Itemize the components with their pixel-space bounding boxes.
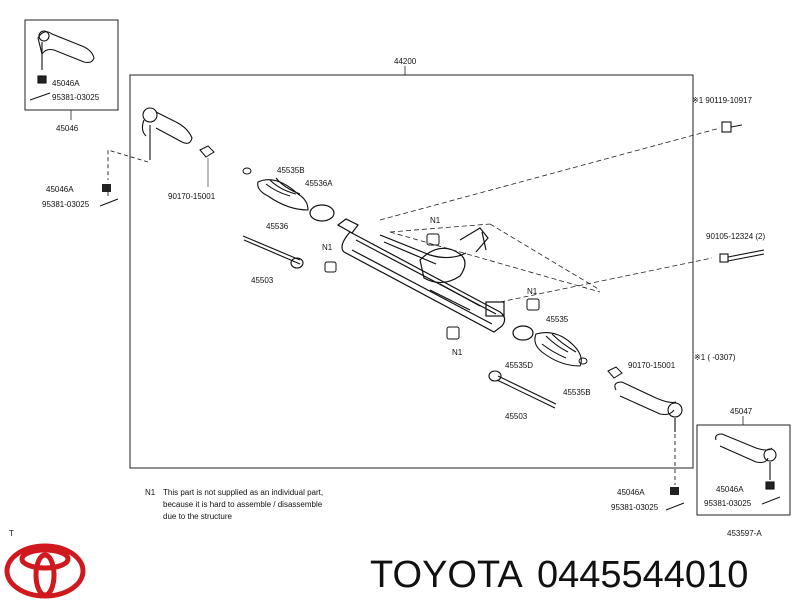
steering-rack-housing (336, 218, 506, 333)
n1-lower-label: N1 (452, 348, 463, 357)
bolt-top-label: ※1 90119-10917 (692, 96, 752, 105)
left-boot-clamp-label: 45535B (277, 166, 305, 175)
right-inset-tie-rod-end (715, 433, 777, 490)
n1-bushing-upper (426, 233, 440, 246)
right-inset-frame (696, 424, 791, 516)
bottom-nut-label: 45046A (617, 488, 645, 497)
right-clip-label: 90170-15001 (628, 361, 676, 370)
note-code: N1 (145, 488, 156, 497)
bolt-right-label: 90105-12324 (2) (706, 232, 765, 241)
left-inset-frame (24, 19, 119, 111)
bolt-top (721, 121, 743, 133)
note-line-1: This part is not supplied as an individu… (163, 488, 323, 497)
assembly-number-label: 44200 (394, 57, 417, 66)
left-nut (102, 184, 111, 192)
toyota-logo-icon (4, 543, 86, 599)
inset-right-nut-label: 45046A (716, 485, 744, 494)
corner-mark: T (9, 529, 14, 538)
inset-left-number-label: 45046 (56, 124, 79, 133)
figure-number-label: 453597-A (727, 529, 762, 538)
right-clamp-d (512, 325, 534, 341)
bottom-nut (670, 487, 679, 495)
right-clip (607, 366, 623, 379)
left-clip (199, 145, 215, 158)
n1-bushing-mid (526, 298, 540, 311)
inset-left-nut-label: 45046A (52, 79, 80, 88)
part-number: 0445544010 (537, 554, 748, 596)
left-nut-label: 45046A (46, 185, 74, 194)
right-boot-label: 45535 (546, 315, 569, 324)
n1-mid-label: N1 (527, 287, 538, 296)
left-tie-rod-label: 45503 (251, 276, 274, 285)
left-boot-label: 45536 (266, 222, 289, 231)
inset-right-pin-label: 95381-03025 (704, 499, 752, 508)
left-boot-clamp (242, 167, 252, 175)
n1-bushing-left (324, 261, 337, 273)
note-line-2: because it is hard to assemble / disasse… (163, 500, 323, 509)
right-clamp-d-label: 45535D (505, 361, 533, 370)
right-tie-rod-label: 45503 (505, 412, 528, 421)
brand-name: TOYOTA (370, 554, 523, 596)
n1-upper-label: N1 (430, 216, 441, 225)
left-tie-rod (242, 235, 304, 269)
n1-left-label: N1 (322, 243, 333, 252)
inset-left-pin-label: 95381-03025 (52, 93, 100, 102)
right-tie-rod-end (614, 381, 683, 432)
left-small-clamp-label: 45536A (305, 179, 333, 188)
left-inset-tie-rod-end (37, 30, 95, 84)
inset-right-number-label: 45047 (730, 407, 753, 416)
left-pin-label: 95381-03025 (42, 200, 90, 209)
right-clamp-b (578, 357, 588, 365)
left-small-clamp (309, 204, 335, 222)
assembly-frame (129, 74, 694, 469)
bolt-right (719, 249, 765, 263)
bottom-pin-label: 95381-03025 (611, 503, 659, 512)
footnote-ref-label: ※1 ( -0307) (694, 353, 736, 362)
n1-bushing-lower (446, 326, 460, 340)
right-boot (534, 332, 582, 367)
left-tie-rod-end (141, 107, 193, 160)
left-boot (257, 177, 309, 211)
right-clamp-b-label: 45535B (563, 388, 591, 397)
right-tie-rod (488, 370, 557, 409)
note-line-3: due to the structure (163, 512, 232, 521)
left-clip-label: 90170-15001 (168, 192, 216, 201)
